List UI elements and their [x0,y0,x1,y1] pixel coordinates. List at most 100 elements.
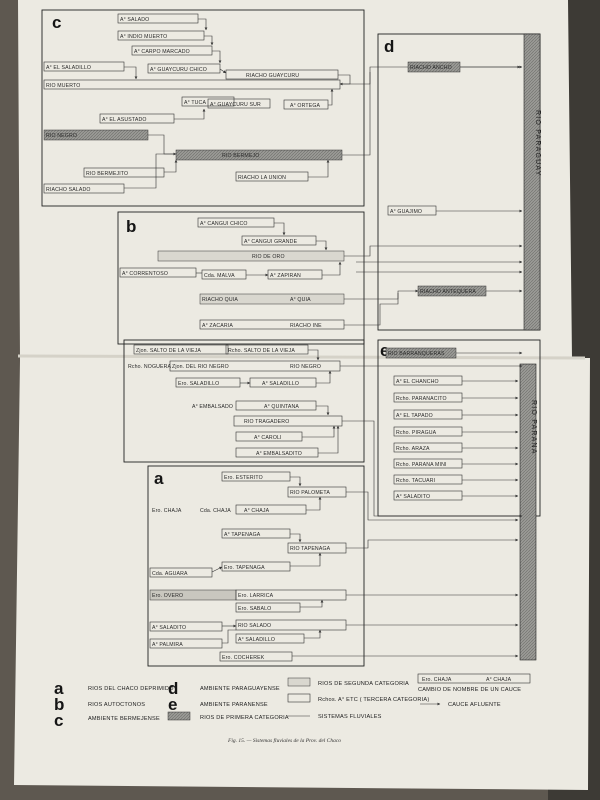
legend-example-ero: Ero. CHAJA [422,677,452,683]
box-c-el-asustado [99,113,175,124]
box-c-riacho-guaycuru [225,69,339,80]
legend-sistemas-text: SISTEMAS FLUVIALES [318,714,382,720]
legend-primera-swatch [167,711,191,721]
box-a-sabalo [235,602,301,613]
conn-a-8 [222,629,236,644]
box-b-cda-malva [201,269,247,280]
box-c-ortega [283,99,329,110]
label-a-palmira: A° PALMIRA [152,642,183,648]
label-a-saladillo: A° SALADILLO [238,637,275,643]
box-a-saladito [149,621,223,632]
label-a-rio-salado: RIO SALADO [238,623,271,629]
panel-e: RIO BARRANQUERAS A° EL CHANCHO Rcho. PAR… [385,347,523,501]
conn-a-3 [290,533,302,543]
panel-d-letter: d [384,37,394,56]
label-a-cocherek: Ero. COCHEREK [222,655,265,661]
label-c-carpo: A° CARPO MARCADO [134,49,190,55]
box-e-parana-mini [393,458,463,469]
label-e-tapado: A° EL TAPADO [396,413,433,419]
label-e-araza: Rcho. ARAZA [396,446,430,452]
legend-tercera-swatch [287,693,311,703]
conn-b-1 [274,222,286,236]
label-d-guaimo: A° GUAJIMO [390,209,422,215]
conn-b-10 [344,293,399,326]
conn-a-tapenaga [346,538,519,549]
box-c-carpo [131,45,213,56]
box-m-quintana [235,400,317,411]
box-e-paranacito [393,392,463,403]
panel-e-letter: e [380,341,389,360]
label-a-cda-chaja: Cda. CHAJA [200,508,231,514]
conn-c-8 [174,108,206,120]
label-b-zacaria: A° ZACARIA [202,323,233,329]
label-c-riacho-salado: RIACHO SALADO [46,187,91,193]
label-a-chaja: A° CHAJA [244,508,270,514]
label-c-ortega: A° ORTEGA [290,103,321,109]
label-c-rio-muerto: RIO MUERTO [46,83,80,89]
label-m-rio-negro: RIO NEGRO [290,364,321,370]
label-a-cda-aguara: Cda. AGUARA [152,571,188,577]
box-m-ero-saladillo [175,377,241,388]
box-b-correntoso [119,267,197,278]
panel-b-letter: b [126,217,136,236]
label-c-guaycuru-sur: A° GUAYCURU SUR [210,102,261,108]
conn-a-palometa [346,491,519,522]
legend-d-letter: d [168,679,178,698]
conn-c-4 [124,66,138,80]
box-b-rio-de-oro [157,250,345,262]
label-m-noguera: Rcho. NOGUERA [128,364,172,370]
label-m-embalsadito: A° EMBALSADITO [256,451,302,457]
conn-b-5 [322,261,342,276]
box-a-tapenaga [221,528,291,539]
conn-b-2 [316,240,328,251]
conn-m-6 [318,425,340,454]
label-b-antequera: RIACHO ANTEQUERA [420,289,476,295]
legend-cambio-text: CAMBIO DE NOMBRE DE UN CAUCE [418,687,521,693]
label-c-indio-muerto: A° INDIO MUERTO [120,34,167,40]
conn-a-6 [300,599,324,608]
conn-c-7 [328,88,334,106]
box-e-chancho [393,375,463,386]
paper-sheet [14,0,590,790]
label-e-barranqueras: RIO BARRANQUERAS [388,351,445,357]
box-a-esterito [221,471,291,482]
label-b-correntoso: A° CORRENTOSO [122,271,168,277]
label-e-paranacito: Rcho. PARANACITO [396,396,447,402]
box-a-palmira [149,638,223,649]
box-a-cocherek [219,651,293,662]
legend-b-letter: b [54,695,64,714]
conn-a-5 [290,552,322,567]
box-b-cangui-chico [197,217,275,228]
panel-a-letter: a [154,469,164,488]
label-m-rcho-salto: Rcho. SALTO DE LA VIEJA [228,348,295,354]
legend-e-text: AMBIENTE PARANENSE [200,702,268,708]
label-m-tragadero: RIO TRAGADERO [244,419,289,425]
conn-m-4 [316,405,330,416]
paper-fold [17,354,586,360]
conn-m-3 [316,370,332,384]
box-c-guaycuru-sur [207,98,271,109]
box-m-embalsadito [235,447,319,458]
label-m-embalsado: A° EMBALSADO [192,404,233,410]
label-b-zapiran: A° ZAPIRAN [270,273,301,279]
box-c-riacho-salado [43,183,125,194]
label-c-el-saladillo: A° EL SALADILLO [46,65,91,71]
box-b-zacaria [199,319,345,330]
label-b-cda-malva: Cda. MALVA [204,273,235,279]
label-a-overo: Ero. OVERO [152,593,183,599]
label-a-palometa: RIO PALOMETA [290,490,330,496]
label-c-riacho-guaycuru: RIACHO GUAYCURU [246,73,299,79]
rio-parana-label: RIO PARANA [530,400,537,455]
panel-d: RIACHO ANCHO A° GUAJIMO [387,61,523,216]
rio-paraguay-bar [523,33,541,331]
conn-a-2 [306,496,322,511]
legend-c-letter: c [54,711,63,730]
conn-c-bermejo-out [342,72,371,156]
box-a-chaja [235,504,307,515]
conn-c-3 [212,50,222,64]
conn-m-1 [308,349,320,361]
box-m-zjon-salto [133,344,229,355]
label-a-tapenaga: A° TAPENAGA [224,532,261,538]
conn-c-12 [124,153,176,189]
rio-parana-bar [519,363,537,661]
